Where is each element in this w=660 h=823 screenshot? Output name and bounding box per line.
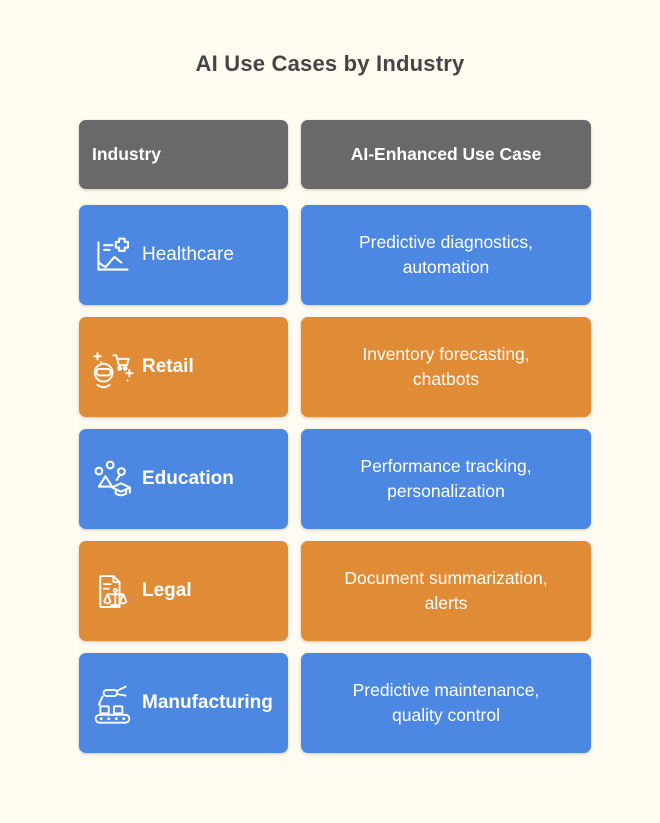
use-case-cell-legal: Document summarization, alerts xyxy=(301,541,591,641)
shopping-cart-ai-icon xyxy=(90,345,135,390)
header-cell-use-case: AI-Enhanced Use Case xyxy=(301,120,591,189)
medical-chart-icon xyxy=(90,233,135,278)
use-case-text: Inventory forecasting, chatbots xyxy=(362,343,530,389)
industry-label: Education xyxy=(142,468,234,489)
document-scales-icon xyxy=(90,569,135,614)
header-cell-industry: Industry xyxy=(79,120,288,189)
industry-cell-healthcare: Healthcare xyxy=(79,205,288,305)
header-label-use-case: AI-Enhanced Use Case xyxy=(350,144,542,164)
use-case-table: Industry AI-Enhanced Use Case Healthcare… xyxy=(79,120,591,765)
industry-label: Manufacturing xyxy=(142,692,273,713)
use-case-cell-education: Performance tracking, personalization xyxy=(301,429,591,529)
page-title: AI Use Cases by Industry xyxy=(195,51,465,76)
header-label-industry: Industry xyxy=(92,144,162,164)
industry-label: Healthcare xyxy=(142,244,234,265)
use-case-text: Performance tracking, personalization xyxy=(360,455,532,501)
table-row-retail: Retail Inventory forecasting, chatbots xyxy=(79,317,591,417)
industry-label: Retail xyxy=(142,356,194,377)
use-case-text: Predictive maintenance, quality control xyxy=(352,679,540,725)
industry-label: Legal xyxy=(142,580,192,601)
use-case-text: Predictive diagnostics, automation xyxy=(358,231,534,277)
table-row-legal: Legal Document summarization, alerts xyxy=(79,541,591,641)
industry-cell-education: Education xyxy=(79,429,288,529)
table-row-manufacturing: Manufacturing Predictive maintenance, qu… xyxy=(79,653,591,753)
use-case-cell-healthcare: Predictive diagnostics, automation xyxy=(301,205,591,305)
network-graduation-cap-icon xyxy=(90,457,135,502)
use-case-text: Document summarization, alerts xyxy=(344,567,548,613)
table-row-education: Education Performance tracking, personal… xyxy=(79,429,591,529)
table-row-healthcare: Healthcare Predictive diagnostics, autom… xyxy=(79,205,591,305)
industry-cell-retail: Retail xyxy=(79,317,288,417)
use-case-cell-retail: Inventory forecasting, chatbots xyxy=(301,317,591,417)
use-case-cell-manufacturing: Predictive maintenance, quality control xyxy=(301,653,591,753)
industry-cell-legal: Legal xyxy=(79,541,288,641)
industry-cell-manufacturing: Manufacturing xyxy=(79,653,288,753)
table-header-row: Industry AI-Enhanced Use Case xyxy=(79,120,591,189)
robot-arm-conveyor-icon xyxy=(90,681,135,726)
